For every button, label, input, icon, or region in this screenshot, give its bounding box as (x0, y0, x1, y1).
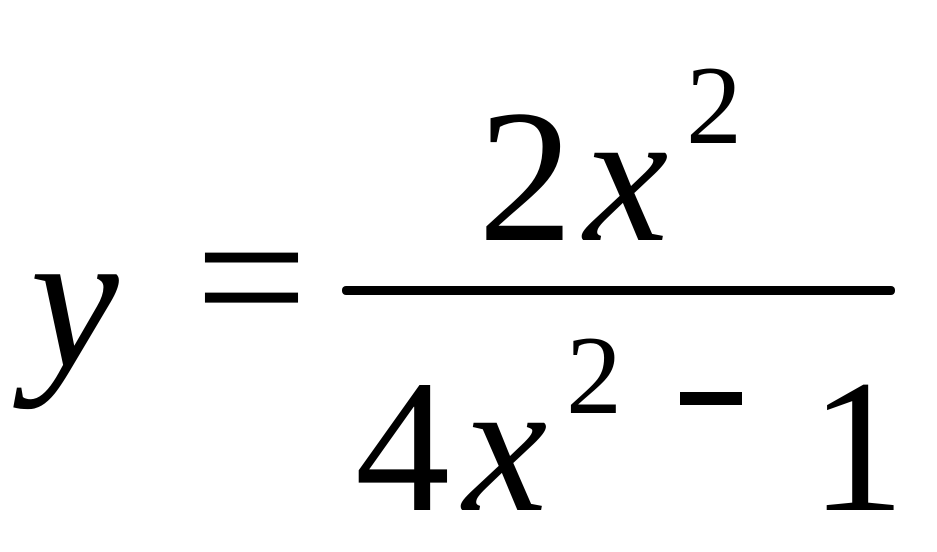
denominator-exponent: 2 (566, 314, 622, 438)
numerator-coefficient: 2 (478, 72, 573, 282)
minus-operator (680, 392, 742, 405)
math-formula: y = 2 x 2 4 x 2 1 (30, 44, 905, 542)
denominator-constant: 1 (810, 342, 905, 552)
equals-sign: = (195, 167, 308, 388)
denominator-variable: x (463, 342, 548, 552)
numerator-exponent: 2 (686, 44, 742, 168)
lhs-variable: y (30, 189, 119, 410)
fraction-bar (342, 286, 895, 295)
denominator-coefficient: 4 (355, 342, 450, 552)
numerator-variable: x (584, 72, 669, 282)
